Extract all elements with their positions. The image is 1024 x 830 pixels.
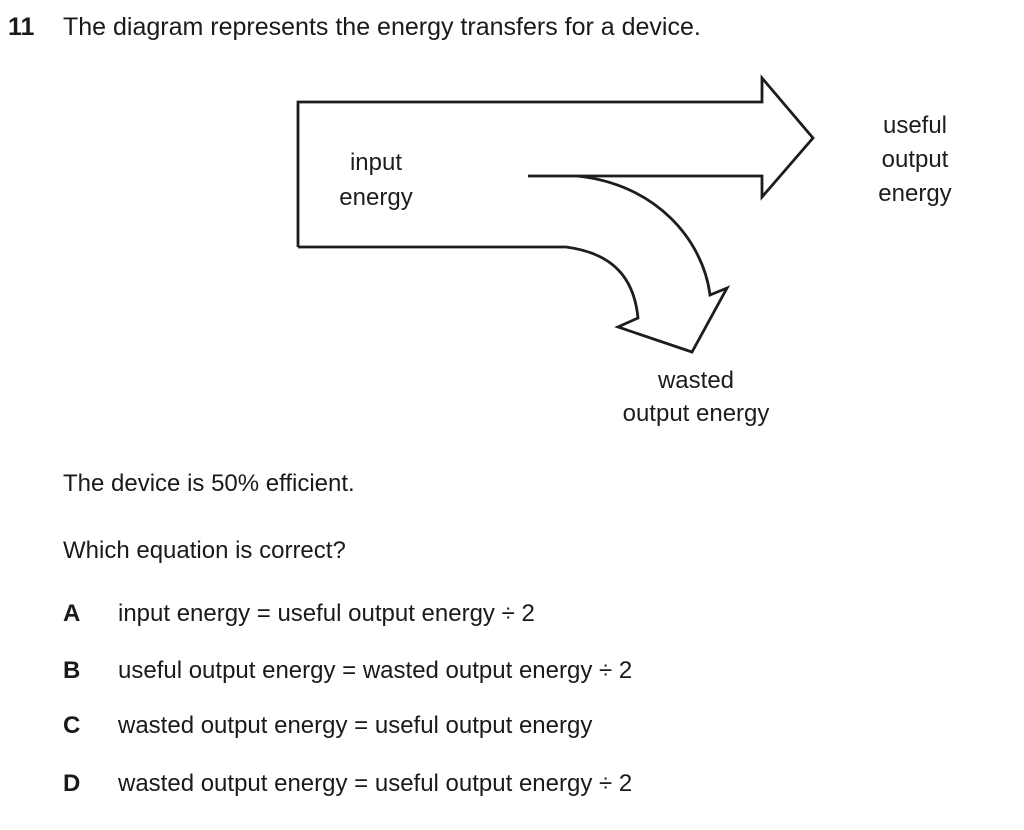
wasted-output-arrow-outline	[298, 174, 731, 354]
wasted-output-energy-label: wasted output energy	[622, 367, 770, 427]
option-b-text: useful output energy = wasted output ene…	[118, 657, 633, 684]
option-c-text: wasted output energy = useful output ene…	[118, 712, 593, 739]
efficiency-statement: The device is 50% efficient.	[63, 470, 355, 497]
energy-transfer-diagram: input energy useful output energy wasted…	[296, 74, 952, 427]
question-header: 11 The diagram represents the energy tran…	[8, 14, 701, 40]
useful-output-energy-label: useful output energy	[878, 112, 952, 207]
option-d-text: wasted output energy = useful output ene…	[118, 770, 633, 797]
question-prompt: Which equation is correct?	[63, 537, 346, 564]
option-a-letter: A	[63, 600, 81, 627]
option-d-letter: D	[63, 770, 81, 797]
question-number: 11	[8, 13, 35, 41]
question-text: The diagram represents the energy transf…	[63, 13, 701, 41]
input-energy-label: input energy	[339, 149, 413, 211]
option-c-letter: C	[63, 712, 81, 739]
option-a-text: input energy = useful output energy ÷ 2	[118, 600, 535, 627]
useful-output-arrow-outline	[296, 74, 815, 247]
option-b-letter: B	[63, 657, 81, 684]
sankey-arrow-graphic	[296, 74, 815, 354]
